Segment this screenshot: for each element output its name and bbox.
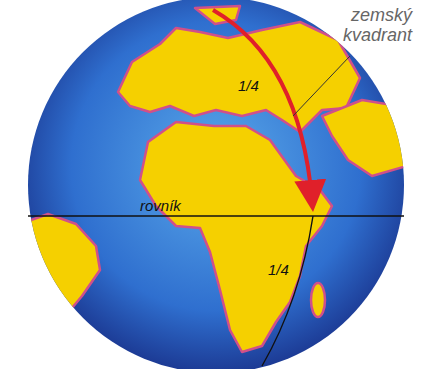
equator-label: rovník: [140, 198, 200, 215]
fraction-label: 1/4: [238, 78, 272, 95]
south-america: [20, 214, 100, 352]
globe: [28, 0, 404, 369]
leader-line: [293, 56, 350, 116]
madagascar: [311, 283, 325, 317]
africa: [140, 122, 332, 352]
fraction-label: 1/4: [268, 262, 302, 279]
meridian-line: [262, 216, 313, 366]
quadrant-arrow: [213, 10, 312, 200]
equator-line: [28, 215, 404, 217]
callout-label: zemský kvadrant: [328, 6, 412, 46]
asia-part: [322, 100, 410, 176]
